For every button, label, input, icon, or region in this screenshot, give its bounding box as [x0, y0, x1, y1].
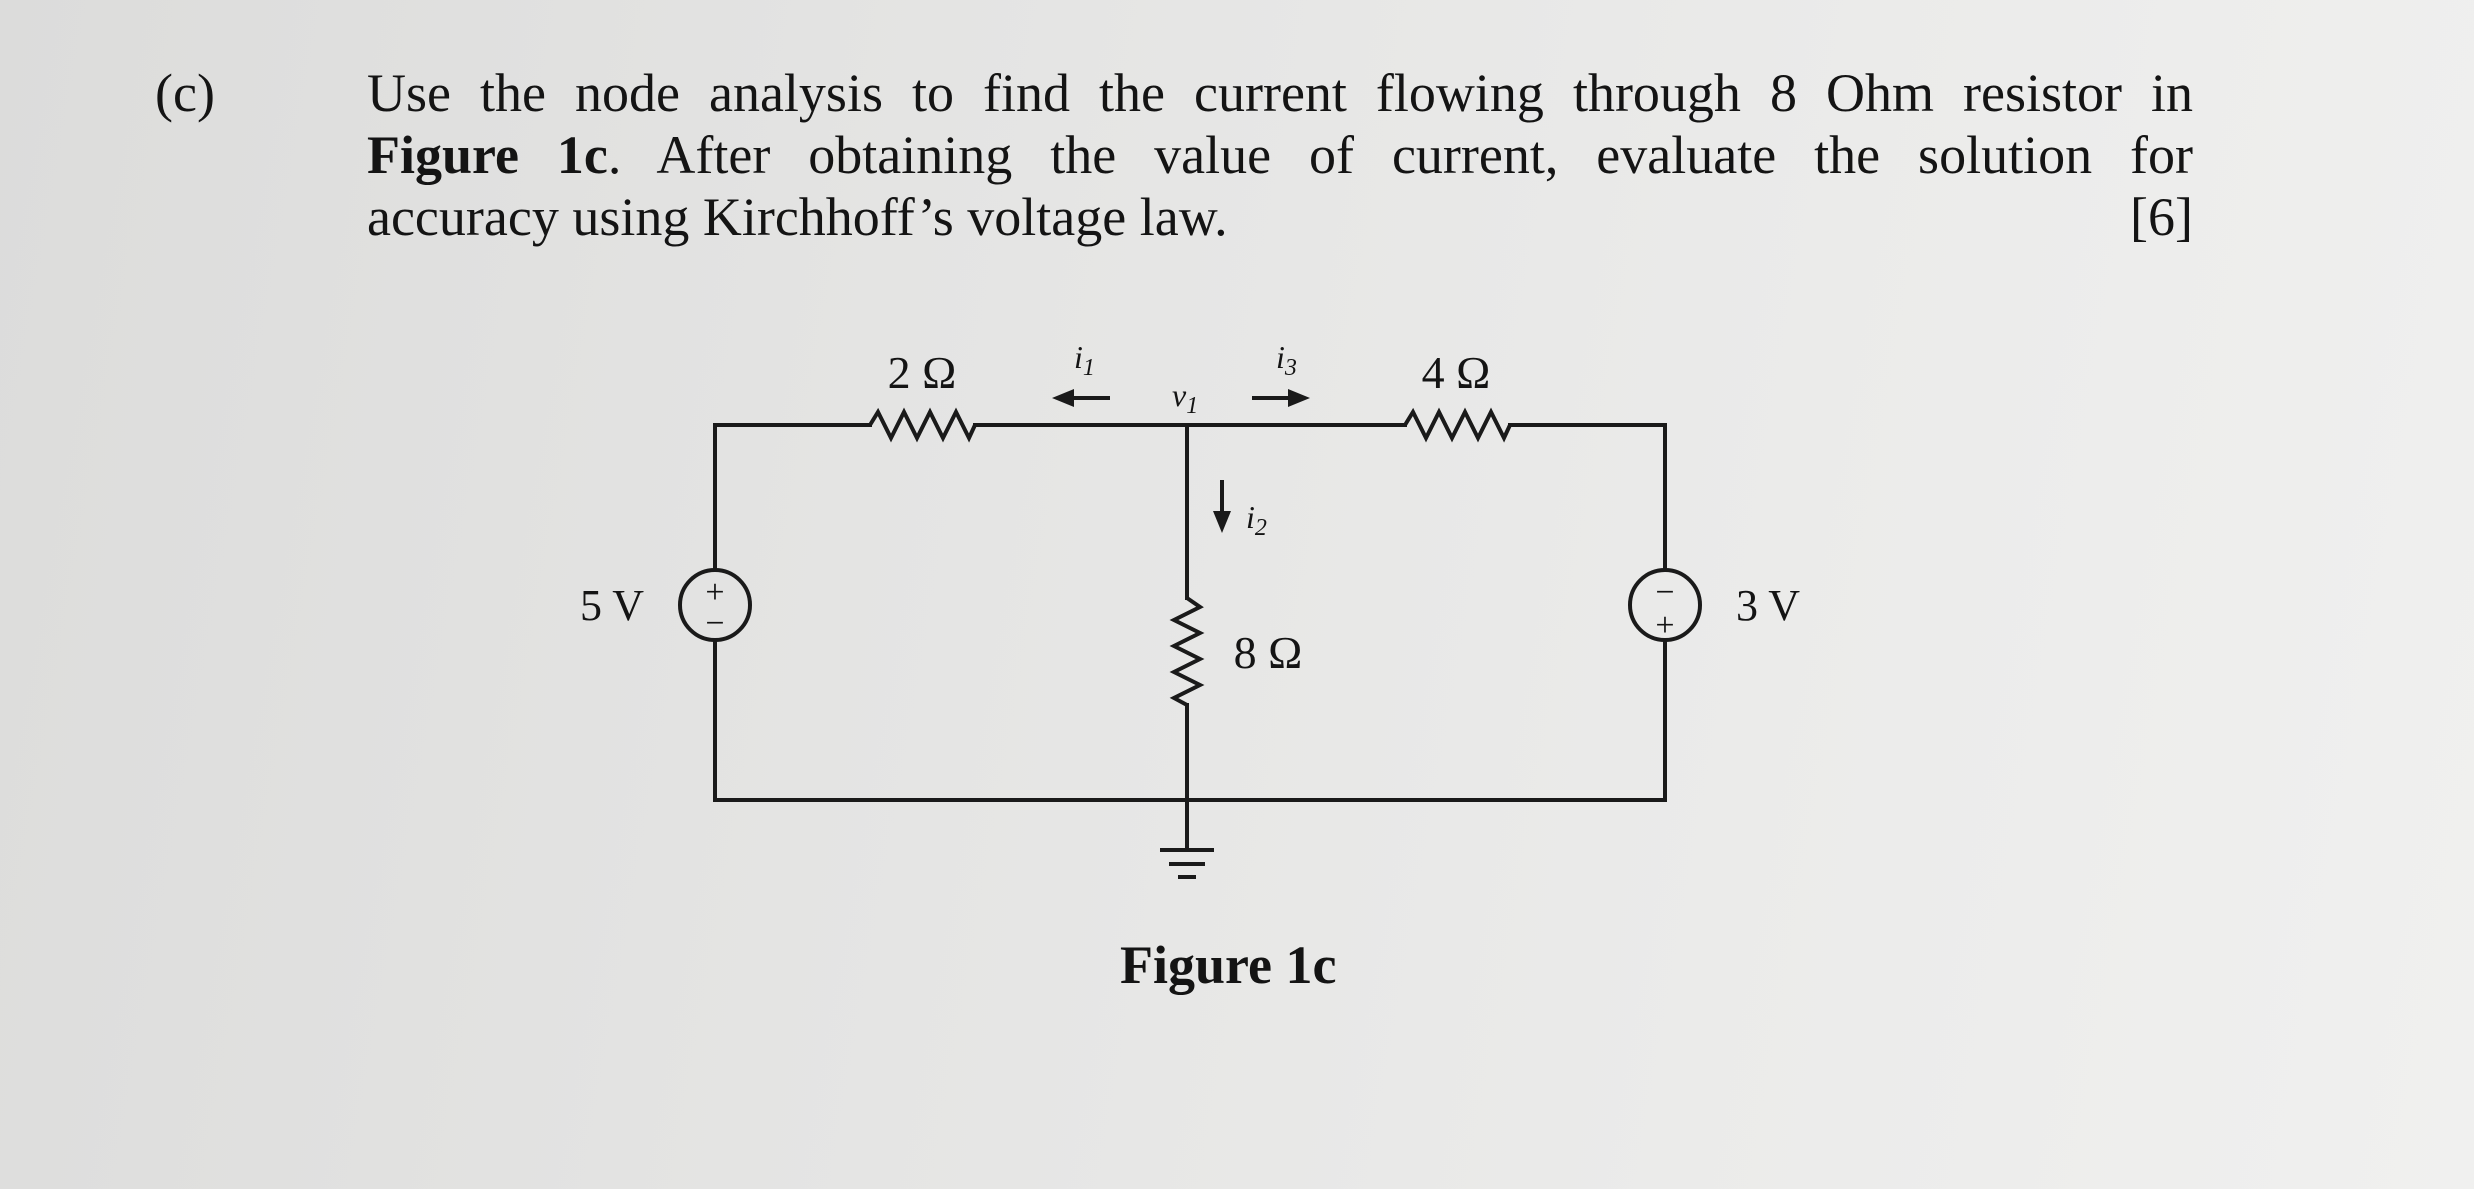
resistor-4-ohm	[1403, 407, 1512, 443]
question-line-1: Use the node analysis to find the curren…	[367, 63, 2193, 123]
source-3v-minus: −	[1655, 574, 1674, 611]
voltage-source-3v: − +	[1628, 568, 1702, 644]
question-line-3: accuracy using Kirchhoff’s voltage law. …	[367, 186, 2193, 248]
resistor-2-ohm	[868, 407, 977, 443]
circuit-wires	[713, 423, 1667, 852]
ground-icon	[1160, 848, 1214, 879]
label-node-v1: v1	[1172, 377, 1198, 419]
label-current-i1: i1	[1074, 339, 1095, 381]
label-8-ohm: 8 Ω	[1234, 627, 1303, 678]
label-3v: 3 V	[1736, 581, 1800, 630]
question-line-3-text: accuracy using Kirchhoff’s voltage law.	[367, 187, 1228, 247]
figure-reference: Figure 1c	[367, 125, 608, 185]
label-current-i3: i3	[1276, 339, 1297, 381]
source-3v-plus: +	[1655, 607, 1674, 644]
question-text: Use the node analysis to find the curren…	[367, 62, 2193, 248]
current-arrow-i3	[1252, 389, 1310, 407]
label-4-ohm: 4 Ω	[1422, 347, 1491, 398]
source-5v-plus: +	[705, 574, 724, 611]
current-arrow-i2	[1213, 480, 1231, 533]
label-5v: 5 V	[580, 581, 644, 630]
question-line-2: Figure 1c. After obtaining the value of …	[367, 124, 2193, 186]
question-label: (c)	[155, 63, 215, 123]
current-arrow-i1	[1052, 389, 1110, 407]
voltage-source-5v: + −	[678, 568, 752, 642]
figure-caption: Figure 1c	[1120, 935, 1337, 995]
label-current-i2: i2	[1246, 499, 1267, 541]
question-line-2-text: . After obtaining the value of current, …	[607, 125, 2193, 185]
marks-badge: [6]	[2130, 187, 2193, 247]
resistor-8-ohm	[1169, 596, 1205, 707]
label-2-ohm: 2 Ω	[888, 347, 957, 398]
source-5v-minus: −	[705, 605, 724, 642]
